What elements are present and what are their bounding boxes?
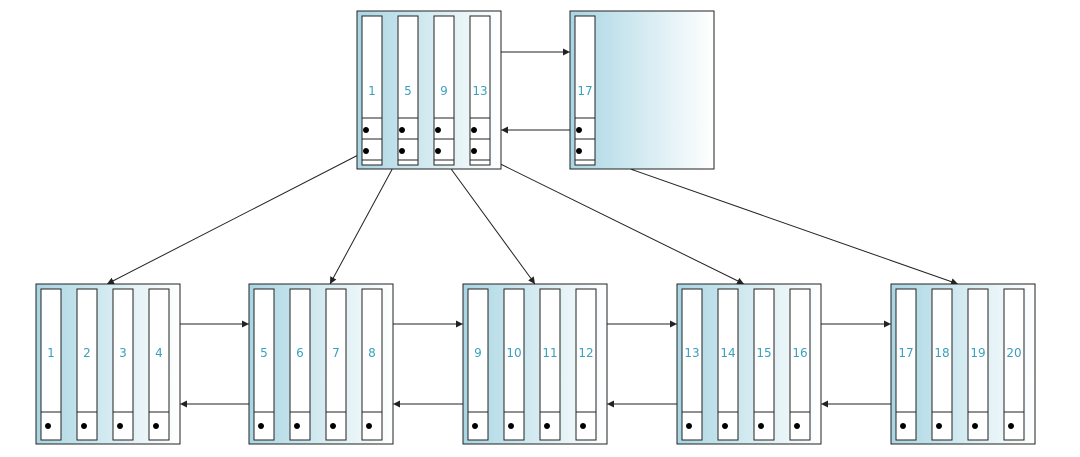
leaf-node-5: 17 18 19 20 [890,283,1036,445]
leaf-record-dot [472,423,478,429]
leaf-record-dot [758,423,764,429]
root-chain-dot [435,127,441,133]
child-pointer-arrow [578,150,959,285]
leaf-record-dot [153,423,159,429]
child-pointer-arrow [329,150,403,285]
key-label: 18 [934,346,949,360]
leaf-node-1-slot [76,288,98,441]
key-label: 15 [756,346,771,360]
child-pointer-arrow [473,150,745,285]
leaf-record-dot [45,423,51,429]
key-label: 11 [542,346,557,360]
leaf-node-1-slot [112,288,134,441]
leaf-node-2-slot [289,288,311,441]
leaf-record-dot [544,423,550,429]
leaf-node-1-slot [148,288,170,441]
leaf-node-5-slot [895,288,917,441]
leaf-node-2-slot [325,288,347,441]
leaf-record-dot [330,423,336,429]
root-node-left: 1 5 9 13 [356,10,502,170]
key-label: 20 [1006,346,1021,360]
key-label: 4 [155,346,163,360]
leaf-node-3-slot [539,288,561,441]
leaf-node-4-slot [681,288,703,441]
key-label: 8 [368,346,376,360]
leaf-record-dot [81,423,87,429]
leaf-node-4: 13 14 15 16 [676,283,822,445]
root-chain-dot [471,127,477,133]
leaf-record-dot [580,423,586,429]
key-label: 10 [506,346,521,360]
leaf-node-4-slot [789,288,811,441]
key-label: 17 [577,84,592,98]
root-chain-dot [399,127,405,133]
key-label: 13 [684,346,699,360]
key-label: 6 [296,346,304,360]
leaf-record-dot [900,423,906,429]
root-child-dot [363,148,369,154]
key-label: 16 [792,346,807,360]
leaf-node-5-slot [931,288,953,441]
leaf-node-1-slot [40,288,62,441]
key-label: 9 [440,84,448,98]
key-label: 9 [474,346,482,360]
leaf-record-dot [366,423,372,429]
leaf-node-3: 9 10 11 12 [462,283,608,445]
key-label: 3 [119,346,127,360]
key-label: 5 [260,346,268,360]
key-label: 1 [47,346,55,360]
key-label: 17 [898,346,913,360]
root-child-dot [471,148,477,154]
key-label: 2 [83,346,91,360]
root-right-child-dot [576,148,582,154]
leaf-node-2: 5 6 7 8 [248,283,394,445]
key-label: 5 [404,84,412,98]
leaf-node-3-slot [575,288,597,441]
leaf-record-dot [258,423,264,429]
leaf-node-5-slot [1003,288,1025,441]
leaf-node-1: 1 2 3 4 [35,283,181,445]
key-label: 19 [970,346,985,360]
leaf-record-dot [1008,423,1014,429]
leaf-record-dot [117,423,123,429]
key-label: 7 [332,346,340,360]
leaf-record-dot [294,423,300,429]
key-label: 12 [578,346,593,360]
key-label: 14 [720,346,735,360]
key-label: 13 [472,84,487,98]
leaf-node-2-slot [253,288,275,441]
leaf-node-4-slot [717,288,739,441]
root-child-dot [435,148,441,154]
leaf-node-5-slot [967,288,989,441]
root-chain-dot [363,127,369,133]
leaf-node-3-slot [467,288,489,441]
leaf-record-dot [794,423,800,429]
leaf-node-4-slot [753,288,775,441]
root-node-right: 17 [569,10,715,170]
leaf-node-2-slot [361,288,383,441]
leaf-record-dot [722,423,728,429]
leaf-record-dot [508,423,514,429]
leaf-node-3-slot [503,288,525,441]
root-child-dot [399,148,405,154]
child-pointer-arrow [437,150,536,285]
child-pointer-arrow [106,150,367,285]
leaf-record-dot [972,423,978,429]
key-label: 1 [368,84,376,98]
leaf-record-dot [936,423,942,429]
root-right-chain-dot [576,127,582,133]
leaf-record-dot [686,423,692,429]
